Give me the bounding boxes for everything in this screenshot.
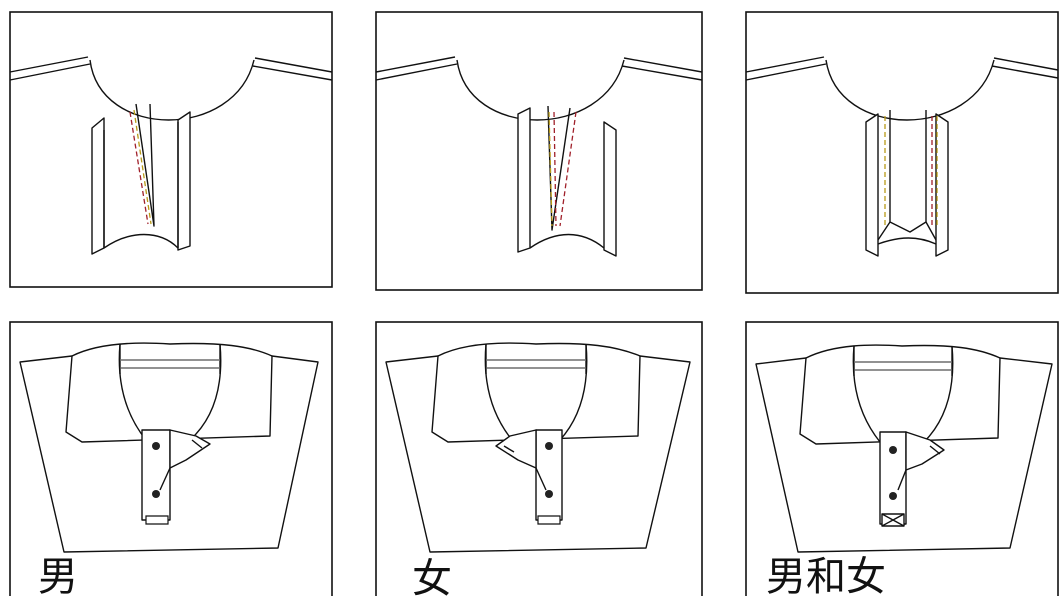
construction-panel-women — [375, 11, 703, 291]
label-men: 男 — [38, 554, 78, 596]
collar-panel-women — [375, 321, 703, 596]
label-men-and-women: 男和女 — [766, 554, 886, 596]
collar-panel-men — [9, 321, 333, 596]
construction-panel-unisex — [745, 11, 1059, 294]
label-women: 女 — [412, 556, 452, 596]
construction-panel-men — [9, 11, 333, 288]
collar-panel-unisex — [745, 321, 1059, 596]
